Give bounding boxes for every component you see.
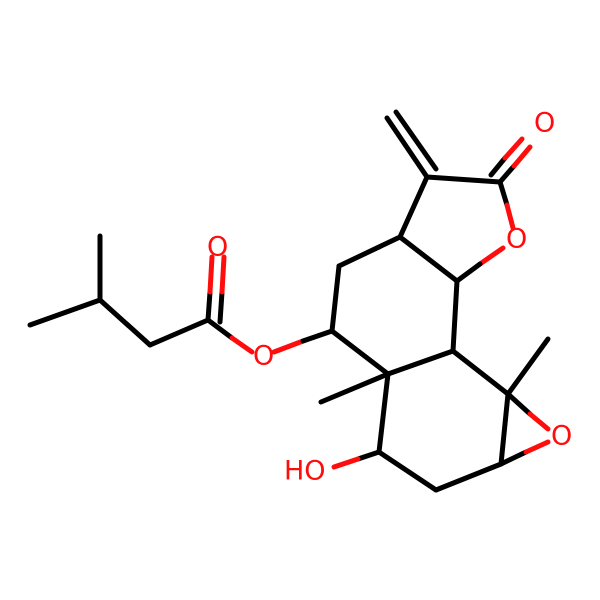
bond-epoxide-c2-o bbox=[498, 449, 529, 467]
bond-methyl-left bbox=[27, 297, 103, 328]
bond-methylene-b bbox=[393, 109, 439, 172]
bond-ring2-a bbox=[376, 371, 391, 455]
bond-lactone-c bbox=[497, 179, 510, 208]
bond-ring1-c bbox=[397, 234, 460, 284]
bond-ester-co-a bbox=[205, 289, 213, 323]
bond-lactone-b bbox=[424, 174, 503, 185]
bonds bbox=[27, 109, 551, 493]
bond-ch-ch2 bbox=[97, 297, 153, 348]
bond-ring1-a bbox=[329, 263, 342, 334]
hydroxyl-group: HO bbox=[284, 456, 326, 487]
bond-o-ring-c bbox=[271, 338, 306, 355]
bond-lactone-co-a bbox=[497, 163, 517, 185]
bond-ring2-e bbox=[450, 348, 511, 397]
bond-ring2-c bbox=[433, 461, 504, 493]
bond-ester-c-o bbox=[205, 317, 235, 341]
atom-labels: O O O O O HO bbox=[207, 108, 572, 487]
bond-methylene-a bbox=[384, 115, 430, 180]
bond-lactone-a bbox=[397, 174, 430, 240]
bond-ring1-e bbox=[385, 348, 456, 377]
bond-ring2-b bbox=[376, 449, 439, 493]
bond-quaternary-methyl bbox=[318, 371, 391, 405]
bond-epoxide-c1-o bbox=[505, 391, 533, 417]
bond-ch2-carbonyl bbox=[147, 317, 211, 348]
bond-ring2-d bbox=[498, 391, 511, 467]
bond-lactone-d bbox=[477, 245, 506, 267]
bond-ring1-b bbox=[336, 234, 403, 269]
ester-oxygen: O bbox=[253, 341, 274, 372]
bond-epoxide-methyl bbox=[505, 336, 551, 397]
epoxide-oxygen: O bbox=[551, 421, 572, 452]
carbonyl-oxygen-ester: O bbox=[207, 232, 228, 263]
bond-ring1-d bbox=[450, 278, 460, 354]
carbonyl-oxygen-lactone: O bbox=[534, 108, 555, 139]
ring-oxygen-lactone: O bbox=[506, 224, 527, 255]
bond-ring1-f bbox=[329, 328, 391, 377]
bond-c-oh bbox=[355, 449, 382, 462]
